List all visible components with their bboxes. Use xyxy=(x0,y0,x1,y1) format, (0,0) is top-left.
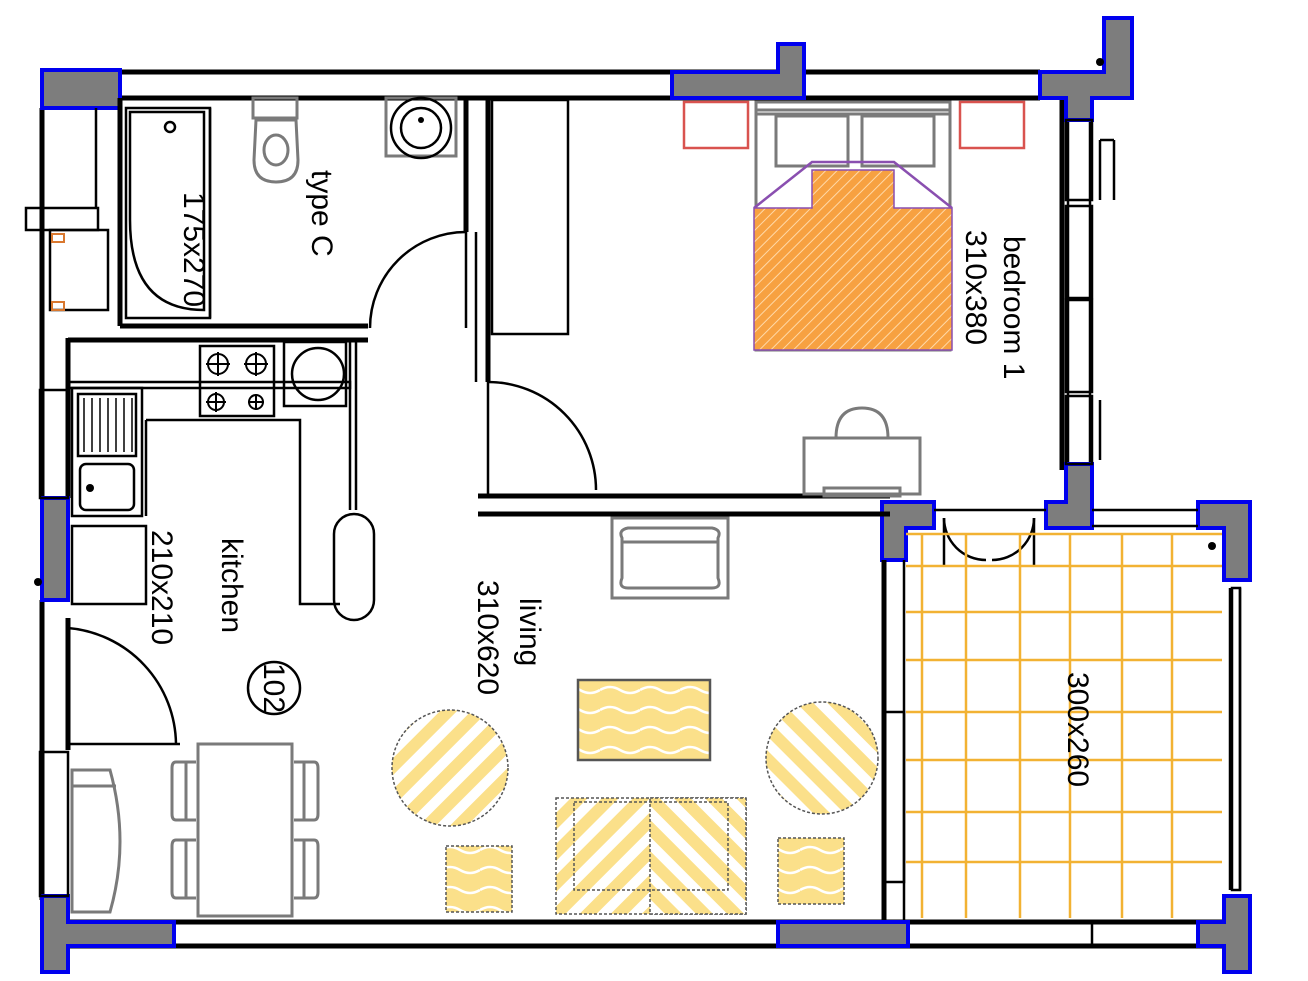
pillar-balcony-left xyxy=(880,500,936,562)
pillar-top-left xyxy=(40,68,122,110)
desk xyxy=(802,406,922,498)
unit-number-label: 102 xyxy=(257,663,290,713)
radiator-marker xyxy=(51,301,65,311)
living-name-label: living xyxy=(513,598,546,666)
windows xyxy=(24,118,1242,898)
pillar-bottom-right xyxy=(1196,894,1252,974)
doors xyxy=(67,230,1036,746)
bedroom-name-label: bedroom 1 xyxy=(997,236,1030,379)
washbasin xyxy=(384,96,458,160)
wardrobe xyxy=(490,98,570,336)
side-table xyxy=(445,845,513,913)
balcony-tiles xyxy=(906,532,1222,918)
apartment-type-label: type C xyxy=(305,170,338,257)
side-table xyxy=(777,837,845,905)
pillar-left-mid xyxy=(40,496,70,602)
kitchen-size-label: 210x210 xyxy=(145,530,178,645)
balcony-size-label: 300x260 xyxy=(1061,672,1094,787)
radiator-marker xyxy=(51,233,65,243)
interior-walls xyxy=(68,98,1198,920)
toilet xyxy=(251,96,300,184)
pillar-top-mid xyxy=(670,42,806,100)
bed xyxy=(753,100,953,352)
armchair xyxy=(391,709,509,827)
pillar-mid-right xyxy=(1044,462,1094,530)
kitchen-bin xyxy=(332,512,376,622)
pillar-bottom-mid xyxy=(776,920,910,948)
unit-number-badge: 102 xyxy=(246,660,302,716)
dining-table xyxy=(170,742,320,918)
sideboard xyxy=(70,768,122,914)
coffee-table xyxy=(576,678,712,762)
fridge xyxy=(282,340,348,408)
living-size-label: 310x620 xyxy=(471,580,504,695)
kitchen-counter xyxy=(68,380,352,606)
nightstand xyxy=(958,100,1026,150)
kitchen-name-label: kitchen xyxy=(215,538,248,633)
pillar-top-right xyxy=(1038,16,1134,122)
bathroom-size-label: 175x270 xyxy=(177,192,210,307)
nightstand xyxy=(682,100,750,150)
sofa xyxy=(555,797,747,915)
bedroom-size-label: 310x380 xyxy=(959,230,992,345)
armchair xyxy=(765,701,879,815)
stove-icon xyxy=(198,344,276,418)
tv-unit xyxy=(610,516,730,600)
pillar-balcony-right xyxy=(1196,500,1252,582)
pillar-bottom-left xyxy=(40,894,176,974)
